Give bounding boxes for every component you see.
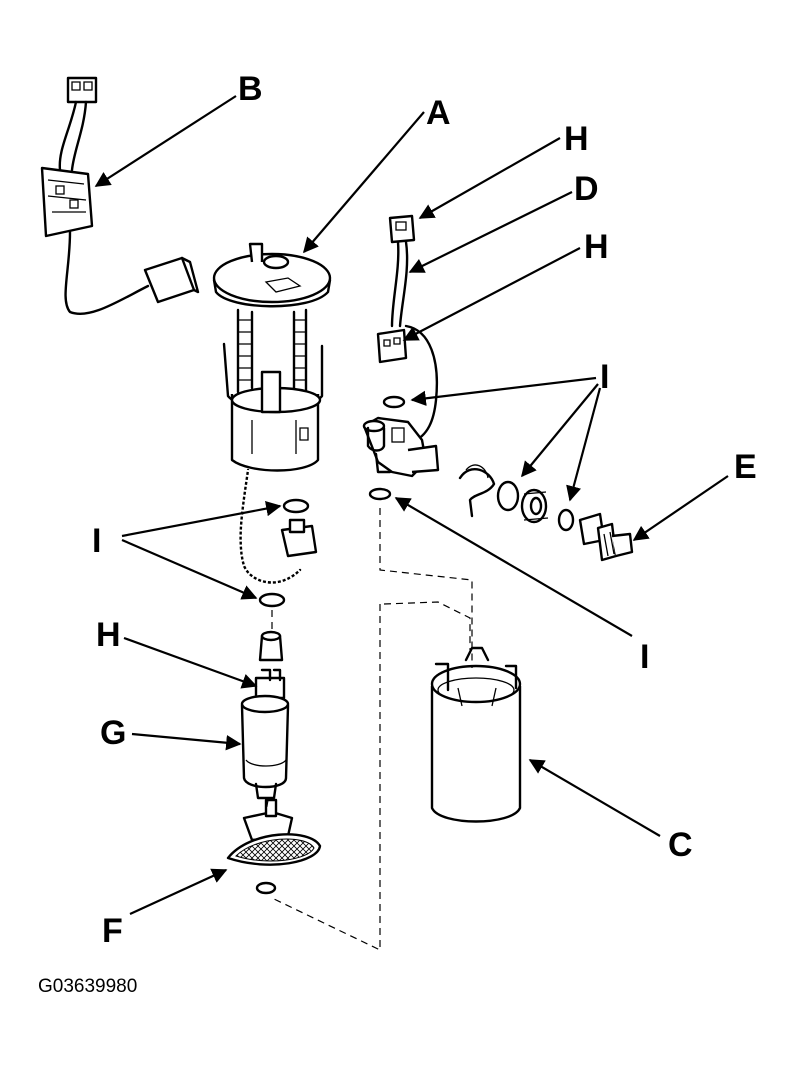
callout-d: D bbox=[574, 170, 599, 208]
retaining-clip bbox=[458, 464, 496, 518]
callout-i-left: I bbox=[92, 522, 101, 560]
leader-a bbox=[302, 111, 425, 254]
part-b-sensor-harness bbox=[40, 76, 200, 315]
assembly-phantom-lines bbox=[265, 508, 473, 951]
callout-g: G bbox=[100, 714, 126, 752]
leader-h-pump bbox=[123, 636, 258, 689]
callout-h-top: H bbox=[564, 120, 589, 158]
spacer-washer bbox=[520, 488, 549, 524]
callout-i-right: I bbox=[600, 358, 609, 396]
callout-h-pump: H bbox=[96, 616, 121, 654]
o-ring-small bbox=[557, 508, 575, 532]
callout-labels: B A H D H I E I I H G C F bbox=[92, 70, 757, 950]
o-ring-large bbox=[496, 480, 520, 512]
leader-i-lower-right bbox=[394, 497, 633, 637]
leader-i-right-1 bbox=[410, 376, 597, 407]
callout-i-lower-right: I bbox=[640, 638, 649, 676]
part-a-pump-module bbox=[212, 242, 332, 585]
part-g-fuel-pump bbox=[240, 668, 290, 800]
leader-f bbox=[129, 868, 228, 915]
part-d-wire-harness bbox=[390, 240, 438, 444]
leader-e bbox=[632, 475, 729, 541]
leader-d bbox=[408, 191, 573, 273]
leader-h-mid bbox=[402, 247, 581, 341]
leader-g bbox=[131, 732, 242, 751]
part-e-fuel-fitting bbox=[578, 512, 634, 562]
part-h-upper-connector bbox=[388, 214, 416, 244]
leader-arrows bbox=[94, 95, 729, 915]
callout-e: E bbox=[734, 448, 757, 486]
callout-f: F bbox=[102, 912, 123, 950]
callout-b: B bbox=[238, 70, 263, 108]
part-h-pump-connector bbox=[258, 630, 284, 662]
leader-c bbox=[528, 759, 661, 837]
leader-i-right-3 bbox=[566, 387, 602, 502]
leader-i-left-1 bbox=[121, 501, 282, 538]
o-ring-lower-left bbox=[258, 592, 286, 608]
callout-h-mid: H bbox=[584, 228, 609, 266]
figure-id: G03639980 bbox=[38, 976, 137, 997]
part-f-strainer bbox=[226, 798, 322, 895]
part-c-reservoir-canister bbox=[430, 646, 522, 823]
o-ring-upper-left bbox=[282, 498, 310, 514]
leader-i-right-2 bbox=[521, 383, 599, 478]
callout-a: A bbox=[426, 94, 451, 132]
leader-i-left-2 bbox=[121, 538, 258, 600]
part-h-middle-connector bbox=[376, 328, 408, 364]
leader-h-top bbox=[418, 137, 561, 219]
leader-b bbox=[94, 95, 237, 187]
pressure-regulator-body bbox=[362, 395, 440, 501]
callout-c: C bbox=[668, 826, 693, 864]
